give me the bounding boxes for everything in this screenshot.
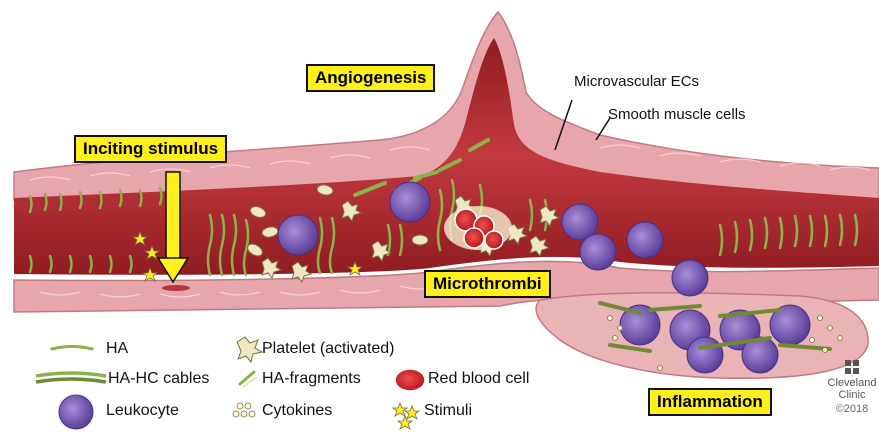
legend-ha-icon bbox=[52, 347, 92, 350]
legend-ha-label: HA bbox=[106, 340, 128, 358]
microthrombi-callout: Microthrombi bbox=[424, 270, 551, 298]
legend-ha-hc-label: HA-HC cables bbox=[108, 370, 209, 388]
legend-cytokines-icon bbox=[233, 403, 255, 417]
legend-leukocyte-icon bbox=[59, 395, 93, 429]
legend-platelet-icon bbox=[237, 337, 262, 362]
legend-ha-fragments-label: HA-fragments bbox=[262, 370, 361, 388]
angiogenesis-callout: Angiogenesis bbox=[306, 64, 435, 92]
inflammation-callout: Inflammation bbox=[648, 388, 772, 416]
legend-leukocyte-label: Leukocyte bbox=[106, 402, 179, 420]
logo-line2: Clinic bbox=[826, 389, 878, 401]
logo-line1: Cleveland bbox=[826, 377, 878, 389]
legend-platelet-label: Platelet (activated) bbox=[262, 340, 395, 358]
legend-ha-hc-icon bbox=[36, 373, 106, 382]
legend-ha-fragments-icon bbox=[240, 372, 256, 386]
legend-cytokines-label: Cytokines bbox=[262, 402, 332, 420]
legend-stimuli-icon bbox=[393, 403, 419, 429]
legend-rbc-icon bbox=[395, 369, 425, 391]
logo-text-block: Cleveland Clinic ©2018 bbox=[826, 357, 878, 415]
legend-stimuli-label: Stimuli bbox=[424, 402, 472, 420]
copyright: ©2018 bbox=[826, 403, 878, 415]
microvascular-ecs-label: Microvascular ECs bbox=[574, 73, 699, 90]
inciting-stimulus-callout: Inciting stimulus bbox=[74, 135, 227, 163]
legend-rbc-label: Red blood cell bbox=[428, 370, 529, 388]
microthrombus bbox=[444, 206, 512, 250]
smooth-muscle-label: Smooth muscle cells bbox=[608, 106, 746, 123]
